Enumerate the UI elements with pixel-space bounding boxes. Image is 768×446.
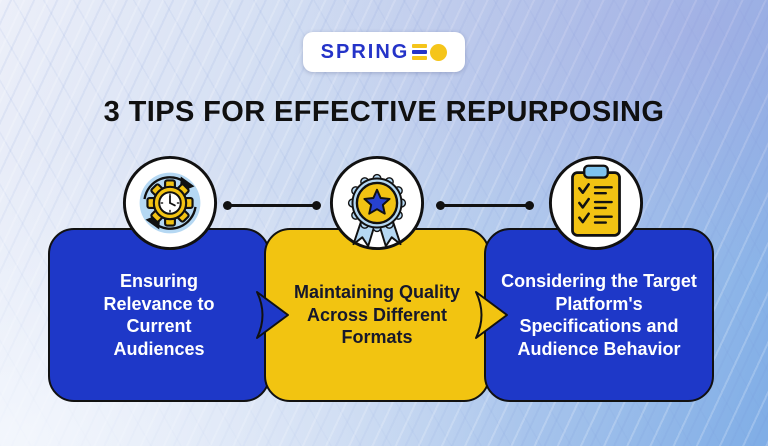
logo-z-bar-middle [412,50,428,54]
tip-card-2-label: Maintaining Quality Across Different For… [293,282,460,348]
connector-line-2 [436,201,534,210]
tip-card-3: Considering the Target Platform's Specif… [484,228,714,402]
tip-card-3-label: Considering the Target Platform's Specif… [501,271,697,359]
tip-card-1: Ensuring Relevance to Current Audiences [48,228,270,402]
arrow-card2-to-card3 [474,290,510,340]
tip-card-2: Maintaining Quality Across Different For… [264,228,490,402]
brand-logo-z-glyph [412,44,428,60]
clipboard-checklist-icon [547,154,645,252]
logo-z-bar-bottom [412,56,428,60]
brand-logo: SPRING [303,32,465,72]
cycle-gear-clock-icon [121,154,219,252]
tip-card-1-label: Ensuring Relevance to Current Audiences [103,271,215,359]
medal-star-icon [328,154,426,252]
brand-logo-text: SPRING [320,40,410,63]
arrow-card1-to-card2 [255,290,291,340]
page-title: 3 TIPS FOR EFFECTIVE REPURPOSING [103,96,665,128]
connector-line-1 [223,201,321,210]
logo-z-bar-top [412,44,428,48]
brand-logo-o-glyph [430,43,448,61]
star-shape [363,188,391,215]
